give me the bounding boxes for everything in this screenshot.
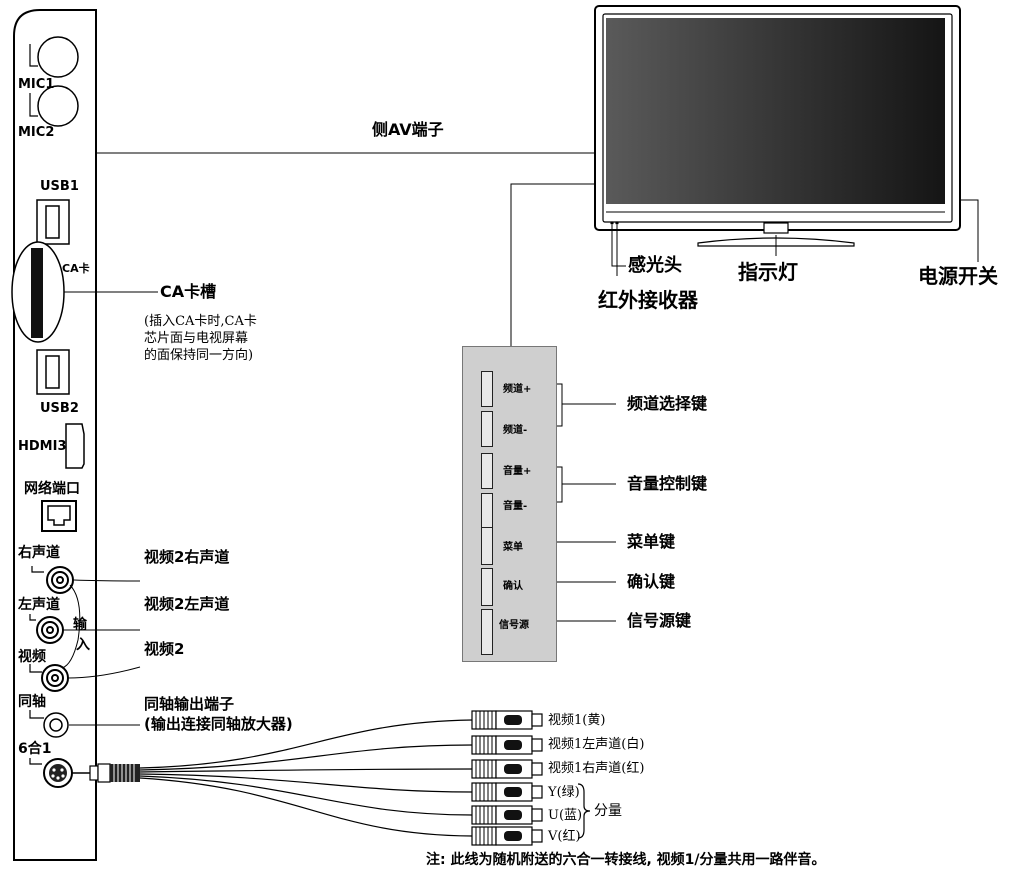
coax-out-label: 同轴输出端子	[144, 695, 235, 713]
source-key-label: 信号源键	[627, 611, 692, 630]
video2-right-label: 视频2右声道	[144, 548, 230, 566]
right-channel-label: 右声道	[18, 545, 60, 561]
ca-note-line3: 的面保持同一方向)	[144, 348, 254, 363]
footnote: 注: 此线为随机附送的六合一转接线, 视频1/分量共用一路伴音。	[426, 852, 826, 868]
six-in-one-jack	[43, 758, 73, 788]
input-label-1: 输	[73, 617, 87, 633]
ch-up-key[interactable]	[481, 371, 493, 407]
rca-right	[46, 566, 74, 594]
mic1-label: MIC1	[18, 77, 55, 92]
component-label: 分量	[594, 803, 622, 819]
video-label: 视频	[18, 649, 46, 665]
usb2-label: USB2	[40, 401, 79, 416]
ca-note-line2: 芯片面与电视屏幕	[144, 331, 249, 346]
input-label-2: 入	[76, 637, 90, 653]
v-label: V(红)	[548, 829, 581, 844]
ir-receiver-label: 红外接收器	[598, 288, 698, 312]
vol-up-label: 音量+	[503, 466, 532, 477]
video1-left-label: 视频1左声道(白)	[548, 737, 645, 752]
keypad-panel: 频道+ 频道- 音量+ 音量- 菜单 确认 信号源	[462, 346, 557, 662]
video2-label: 视频2	[144, 640, 185, 658]
coax-out-note: (输出连接同轴放大器)	[144, 715, 293, 733]
coax-jack	[43, 712, 69, 738]
mic1-jack	[37, 36, 79, 78]
u-label: U(蓝)	[548, 808, 583, 823]
vol-control-label: 音量控制键	[627, 474, 708, 493]
video1-label: 视频1(黄)	[548, 713, 606, 728]
ok-label: 确认	[503, 581, 523, 592]
mic2-jack	[37, 85, 79, 127]
ca-note-line1: (插入CA卡时,CA卡	[144, 314, 257, 329]
video1-right-label: 视频1右声道(红)	[548, 761, 645, 776]
ca-slot-label: CA卡槽	[160, 282, 217, 301]
ok-key-label: 确认键	[627, 572, 676, 591]
menu-key[interactable]	[481, 527, 493, 565]
left-channel-label: 左声道	[18, 597, 60, 613]
source-key[interactable]	[481, 609, 493, 655]
hdmi3-port	[65, 423, 85, 469]
usb1-label: USB1	[40, 179, 79, 194]
indicator-label: 指示灯	[738, 260, 798, 284]
ca-slot	[31, 248, 43, 338]
ok-key[interactable]	[481, 568, 493, 606]
network-label: 网络端口	[24, 481, 80, 497]
y-label: Y(绿)	[548, 785, 580, 800]
six-in-one-label: 6合1	[18, 741, 52, 757]
rca-left	[36, 616, 64, 644]
tv-drawing	[594, 5, 961, 247]
vol-down-label: 音量-	[503, 501, 528, 512]
video2-left-label: 视频2左声道	[144, 595, 230, 613]
vol-down-key[interactable]	[481, 493, 493, 529]
ch-down-label: 频道-	[503, 425, 528, 436]
power-switch-label: 电源开关	[918, 264, 998, 288]
coax-label: 同轴	[18, 694, 46, 710]
mic2-label: MIC2	[18, 125, 55, 140]
source-label: 信号源	[499, 620, 529, 631]
ca-small-label: CA卡	[62, 262, 90, 275]
ch-select-label: 频道选择键	[627, 394, 708, 413]
menu-label: 菜单	[503, 542, 523, 553]
component-brace	[577, 783, 591, 839]
rca-plugs	[471, 710, 543, 846]
hdmi3-label: HDMI3	[18, 439, 67, 454]
side-av-label: 侧AV端子	[372, 120, 444, 139]
adapter-cable	[72, 719, 473, 837]
ch-up-label: 频道+	[503, 384, 532, 395]
menu-key-label: 菜单键	[627, 532, 676, 551]
sensor-label: 感光头	[628, 255, 682, 276]
ch-down-key[interactable]	[481, 411, 493, 447]
vol-up-key[interactable]	[481, 453, 493, 489]
